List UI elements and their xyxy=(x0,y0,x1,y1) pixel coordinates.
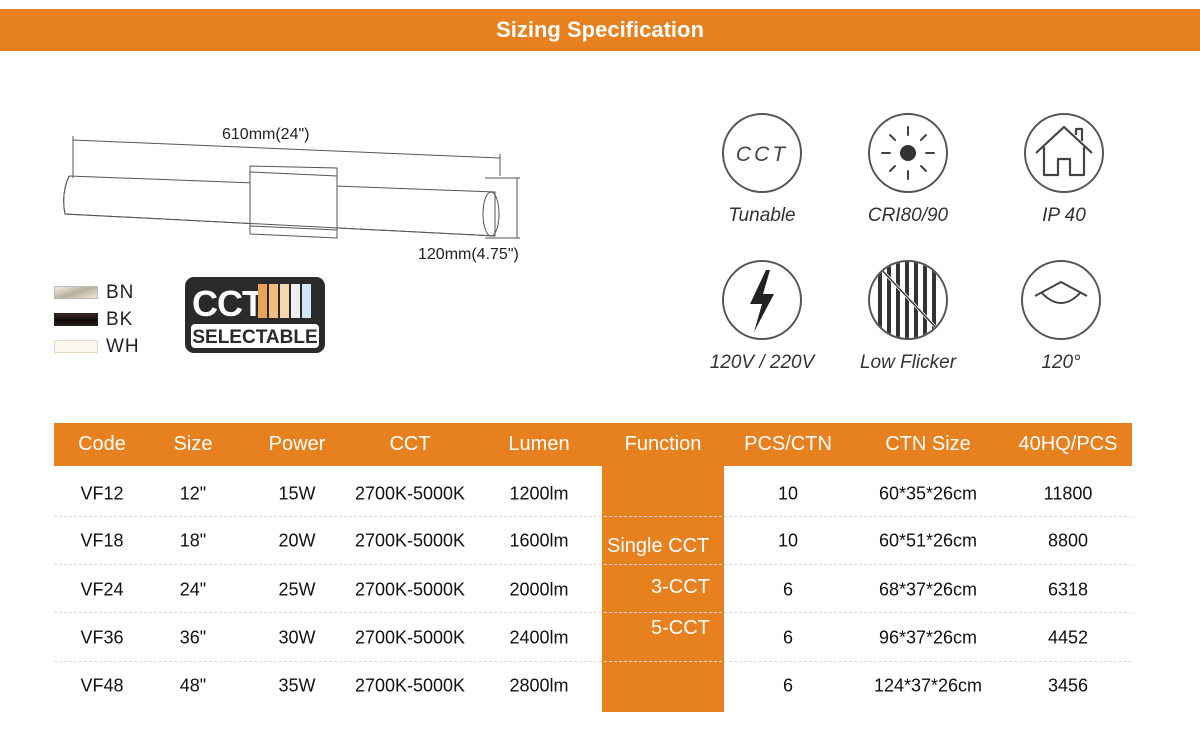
cell-40hq: 4452 xyxy=(1047,627,1089,648)
finish-bk: BK xyxy=(54,306,140,333)
cell-lumen: 1200lm xyxy=(509,483,569,504)
cell-cct: 2700K-5000K xyxy=(354,675,466,696)
fixture-drawing xyxy=(63,136,520,239)
feature-label: Low Flicker xyxy=(859,352,957,373)
cell-ctn-size: 60*35*26cm xyxy=(878,483,978,504)
feature-beam-angle: 120° xyxy=(991,258,1131,374)
cell-ctn-size: 60*51*26cm xyxy=(878,530,978,551)
beam-angle-icon xyxy=(1021,260,1101,340)
cell-size: 36" xyxy=(179,627,207,648)
cct-selectable-badge: CCT SELECTABLE xyxy=(185,277,325,353)
feature-label: CRI80/90 xyxy=(867,205,949,226)
cell-power: 25W xyxy=(278,579,316,600)
page-title: Sizing Specification xyxy=(496,17,704,42)
low-flicker-icon xyxy=(868,260,948,340)
finish-label: WH xyxy=(106,335,140,357)
cell-ctn-size: 68*37*26cm xyxy=(878,579,978,600)
cell-size: 48" xyxy=(179,675,207,696)
cell-lumen: 2400lm xyxy=(509,627,569,648)
cct-icon: CCT xyxy=(722,113,802,193)
cell-code: VF24 xyxy=(80,579,124,600)
badge-bottom-text: SELECTABLE xyxy=(192,327,317,348)
cell-40hq: 6318 xyxy=(1047,579,1089,600)
cell-size: 18" xyxy=(179,530,207,551)
col-header-pcs-ctn: PCS/CTN xyxy=(744,433,832,455)
finish-label: BN xyxy=(106,281,135,303)
feature-label: 120° xyxy=(1041,352,1081,373)
cell-lumen: 2800lm xyxy=(509,675,569,696)
function-line: Single CCT xyxy=(607,535,710,557)
finish-swatch-wh xyxy=(54,340,98,353)
length-dimension: 610mm(24") xyxy=(222,126,310,143)
function-line: 3-CCT xyxy=(651,576,710,598)
height-dimension: 120mm(4.75") xyxy=(418,246,519,263)
lightning-icon xyxy=(722,260,802,340)
cell-40hq: 11800 xyxy=(1043,483,1093,504)
finish-bn: BN xyxy=(54,279,140,306)
feature-tunable: CCT Tunable xyxy=(692,111,832,227)
page-title-bar: Sizing Specification xyxy=(0,9,1200,51)
cct-icon-text: CCT xyxy=(736,143,788,166)
cell-40hq: 8800 xyxy=(1047,530,1089,551)
col-header-40hq: 40HQ/PCS xyxy=(1018,433,1118,455)
cell-power: 15W xyxy=(278,483,316,504)
feature-voltage: 120V / 220V xyxy=(692,258,832,374)
sun-icon xyxy=(868,113,948,193)
cell-ctn-size: 124*37*26cm xyxy=(873,675,983,696)
cell-cct: 2700K-5000K xyxy=(354,579,466,600)
cell-pcs-ctn: 6 xyxy=(782,627,794,648)
cell-cct: 2700K-5000K xyxy=(354,530,466,551)
cell-size: 24" xyxy=(179,579,207,600)
feature-label: Tunable xyxy=(728,205,796,226)
cell-ctn-size: 96*37*26cm xyxy=(878,627,978,648)
feature-cri: CRI80/90 xyxy=(838,111,978,227)
spec-table-header xyxy=(54,423,1132,466)
cell-code: VF12 xyxy=(80,483,124,504)
badge-top-text: CCT xyxy=(192,283,264,324)
cell-pcs-ctn: 6 xyxy=(782,579,794,600)
function-line: 5-CCT xyxy=(651,617,710,639)
col-header-size: Size xyxy=(173,433,213,455)
row-divider xyxy=(54,612,1132,613)
cell-pcs-ctn: 10 xyxy=(777,530,799,551)
col-header-function: Function xyxy=(624,433,702,455)
feature-low-flicker: Low Flicker xyxy=(838,258,978,374)
feature-label: IP 40 xyxy=(1042,205,1086,226)
house-icon xyxy=(1024,113,1104,193)
finish-label: BK xyxy=(106,308,134,330)
feature-label: 120V / 220V xyxy=(709,352,815,373)
row-divider xyxy=(54,564,1132,565)
cell-pcs-ctn: 6 xyxy=(782,675,794,696)
function-column xyxy=(602,423,724,712)
row-divider xyxy=(54,661,1132,662)
finish-legend: BN BK WH xyxy=(54,279,140,360)
cell-code: VF48 xyxy=(80,675,124,696)
cell-lumen: 1600lm xyxy=(509,530,569,551)
cell-cct: 2700K-5000K xyxy=(354,627,466,648)
col-header-code: Code xyxy=(78,433,126,455)
cell-cct: 2700K-5000K xyxy=(354,483,466,504)
cell-power: 20W xyxy=(278,530,316,551)
finish-swatch-bn xyxy=(54,286,98,299)
feature-ip: IP 40 xyxy=(994,111,1134,227)
cell-40hq: 3456 xyxy=(1047,675,1089,696)
cell-power: 35W xyxy=(278,675,316,696)
finish-swatch-bk xyxy=(54,313,98,326)
cell-code: VF18 xyxy=(80,530,124,551)
cell-lumen: 2000lm xyxy=(509,579,569,600)
cell-code: VF36 xyxy=(80,627,124,648)
col-header-lumen: Lumen xyxy=(508,433,570,455)
cell-power: 30W xyxy=(278,627,316,648)
col-header-cct: CCT xyxy=(389,433,431,455)
col-header-power: Power xyxy=(268,433,326,455)
finish-wh: WH xyxy=(54,333,140,360)
cell-size: 12" xyxy=(179,483,207,504)
col-header-ctn-size: CTN Size xyxy=(885,433,971,455)
cell-pcs-ctn: 10 xyxy=(777,483,799,504)
row-divider xyxy=(54,516,1132,517)
